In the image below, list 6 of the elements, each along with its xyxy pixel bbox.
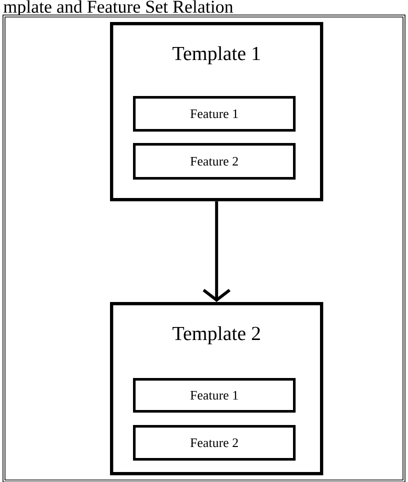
arrow <box>202 201 231 302</box>
feature-box: Feature 2 <box>133 425 296 461</box>
feature-box: Feature 1 <box>133 96 296 132</box>
title: mplate and Feature Set Relation <box>4 0 234 16</box>
feature-box: Feature 2 <box>133 143 296 180</box>
feature-box: Feature 1 <box>133 378 296 413</box>
